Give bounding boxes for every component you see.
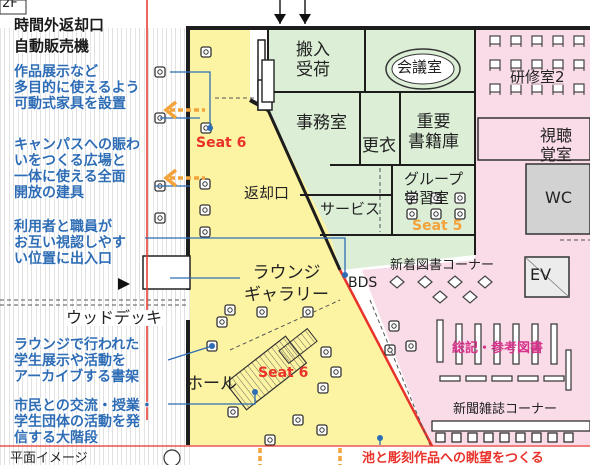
room-office: 事務室: [296, 113, 347, 133]
room-locker: 更衣: [362, 136, 396, 156]
room-group-study: グループ学習室: [404, 170, 464, 207]
seat-6-hall: Seat 6: [258, 365, 309, 381]
room-receiving: 搬入受荷: [296, 40, 330, 80]
new-books-corner-label: 新着図書コーナー: [390, 258, 495, 273]
room-training: 研修室2: [510, 68, 565, 86]
ev-label: EV: [530, 265, 552, 284]
room-lounge-gallery: ラウンジギャラリー: [244, 263, 329, 305]
return-outside-hours-label: 時間外返却口: [14, 16, 105, 34]
seat-5: Seat 5: [412, 218, 463, 234]
note-hall: 市民との交流・授業・学生団体の活動を発信する大階段: [14, 398, 154, 446]
return-desk-label: 返却口: [244, 184, 290, 202]
periodicals-corner-label: 新聞雑誌コーナー: [453, 402, 558, 417]
room-hall: ホール: [186, 374, 237, 394]
note-staff: 利用者と職員がお互い視認しやすい位置に出入口: [14, 219, 126, 267]
wood-deck-label: ウッドデッキ: [64, 308, 165, 327]
room-service: サービス: [320, 200, 381, 218]
room-meeting: 会議室: [397, 58, 443, 76]
vending-label: 自動販売機: [14, 37, 90, 55]
general-reference-label: 総記・参考図書: [452, 341, 544, 356]
wc-room: [525, 163, 590, 235]
room-av: 視聴覚室: [540, 126, 573, 164]
room-wc: WC: [545, 188, 572, 207]
seat-6-upper: Seat 6: [196, 135, 247, 151]
bds-label: BDS: [348, 275, 378, 291]
display-stands: [389, 275, 493, 304]
floor-label: 2F: [2, 0, 18, 11]
periodical-shelves: [431, 420, 590, 443]
pond-view-caption: 池と彫刻作品への眺望をつくる: [362, 451, 544, 465]
note-lounge: ラウンジで行われた学生展示や活動をアーカイブする書架: [14, 337, 140, 385]
room-archive: 重要書籍庫: [408, 112, 459, 152]
note-campus: キャンパスへの賑わいをつくる広場と一体に使える全面開放の建具: [14, 137, 140, 201]
plan-image-caption: 平面イメージ: [10, 451, 88, 465]
bookshelves: [436, 319, 572, 391]
note-exhibit: 作品展示など多目的に使えるよう可動式家具を設置: [14, 64, 140, 112]
